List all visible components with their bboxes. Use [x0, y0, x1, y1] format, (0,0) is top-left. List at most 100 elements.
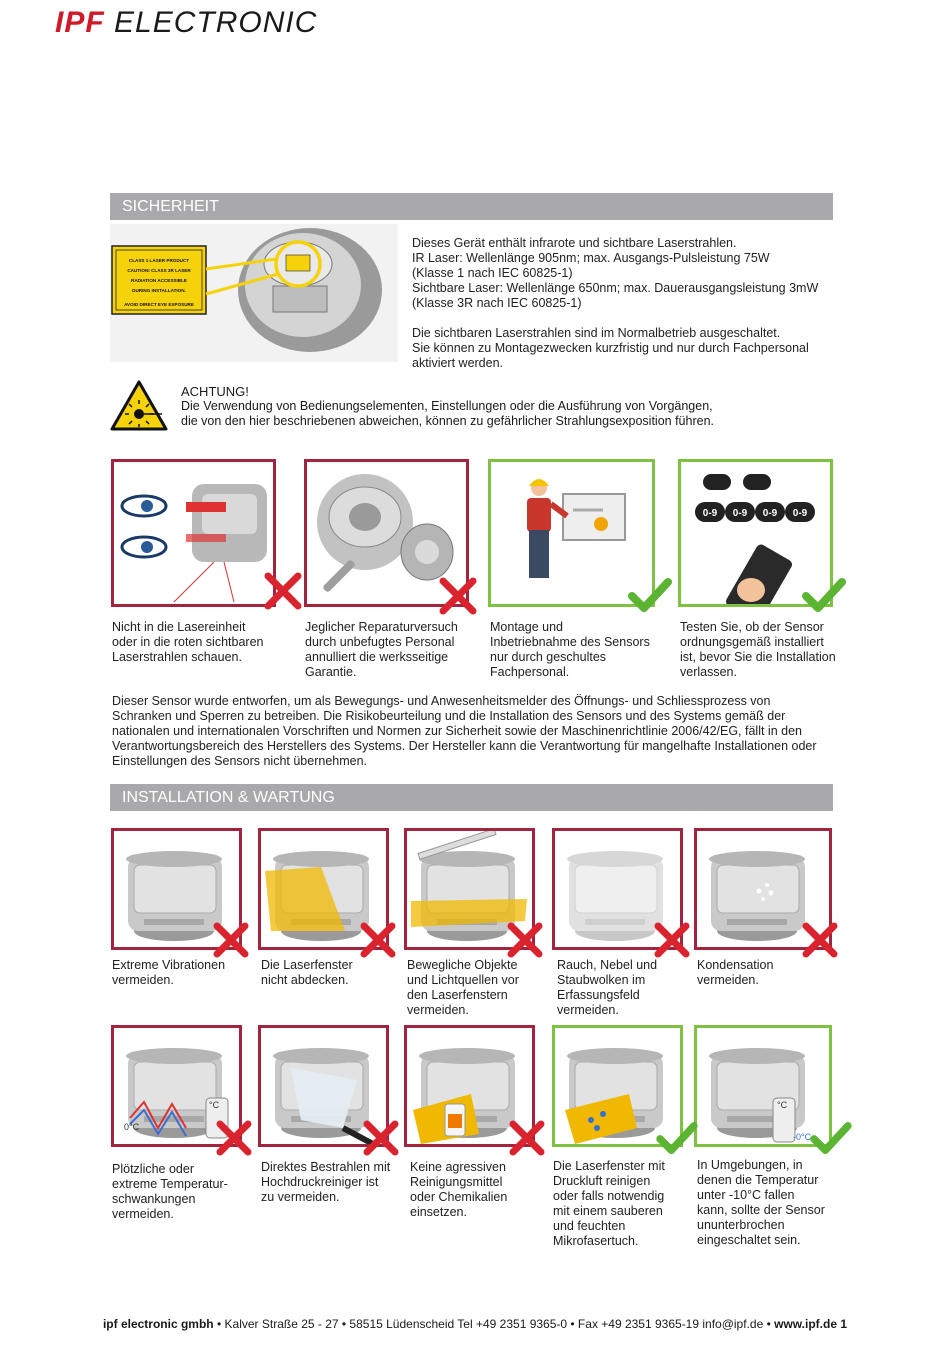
card-smoke-fog [552, 828, 683, 950]
intro-line: (Klasse 3R nach IEC 60825-1) [412, 296, 582, 310]
section-title-sicherheit: SICHERHEIT [110, 193, 833, 220]
section-title-installation: INSTALLATION & WARTUNG [110, 784, 833, 811]
achtung-body: Die Verwendung von Bedienungselementen, … [181, 399, 781, 429]
disclaimer-line: nationalen und internationalen Vorschrif… [112, 724, 802, 738]
caption-moving-objects: Bewegliche Objekte und Lichtquellen vor … [407, 958, 547, 1018]
caption-line: vermeiden. [697, 973, 759, 987]
intro-line: Die sichtbaren Laserstrahlen sind im Nor… [412, 326, 781, 340]
caption-line: Testen Sie, ob der Sensor [680, 620, 824, 634]
caption-line: Plötzliche oder [112, 1162, 194, 1176]
caption-line: Hochdruckreiniger ist [261, 1175, 379, 1189]
laser-label-line: AVOID DIRECT EYE EXPOSURE [124, 302, 194, 307]
page-footer: ipf electronic gmbh • Kalver Straße 25 -… [0, 1317, 950, 1331]
forbidden-cross-icon [802, 922, 838, 958]
temp-label-unit: °C [209, 1100, 220, 1110]
keypad-label: 0-9 [703, 508, 718, 519]
caption-line: annulliert die werksseitige [305, 650, 449, 664]
caption-line: und feuchten [553, 1219, 626, 1233]
laser-label-line: DURING INSTALLATION. [132, 288, 186, 293]
forbidden-cross-icon [216, 1120, 252, 1156]
footer-address: • Kalver Straße 25 - 27 • 58515 Lüdensch… [213, 1317, 775, 1331]
keypad-buttons [695, 502, 815, 522]
caption-line: schwankungen [112, 1192, 196, 1206]
laser-label-line: CAUTION! CLASS 3R LASER [127, 268, 191, 273]
logo-brand: IPF [55, 6, 105, 39]
intro-line: Sie können zu Montagezwecken kurzfristig… [412, 341, 809, 355]
caption-chemicals: Keine agressiven Reinigungsmittel oder C… [410, 1160, 550, 1220]
caption-line: und Lichtquellen vor [407, 973, 519, 987]
caption-repair-attempt: Jeglicher Reparaturversuch durch unbefug… [305, 620, 485, 680]
intro-spacer [412, 311, 832, 326]
achtung-title: ACHTUNG! [181, 384, 249, 399]
caption-compressed-air: Die Laserfenster mit Druckluft reinigen … [553, 1159, 693, 1249]
caption-line: Kondensation [697, 958, 774, 972]
caption-line: eingeschaltet sein. [697, 1233, 801, 1247]
forbidden-cross-icon [439, 577, 477, 615]
card-chemicals [404, 1025, 535, 1147]
laser-label-line: RADIATION ACCESSIBLE [131, 278, 187, 283]
caption-line: ist, bevor Sie die Installation [680, 650, 836, 664]
forbidden-cross-icon [213, 922, 249, 958]
caption-vibration: Extreme Vibrationen vermeiden. [112, 958, 252, 988]
caption-cover-window: Die Laserfenster nicht abdecken. [261, 958, 401, 988]
caption-line: Bewegliche Objekte [407, 958, 518, 972]
caption-line: In Umgebungen, in [697, 1158, 803, 1172]
laser-warning-icon [110, 380, 168, 431]
forbidden-cross-icon [507, 922, 543, 958]
allowed-check-icon [810, 1122, 852, 1154]
keypad-label: 0-9 [763, 508, 778, 519]
card-eye-laser [111, 459, 276, 607]
caption-line: vermeiden. [407, 1003, 469, 1017]
caption-line: Reinigungsmittel [410, 1175, 503, 1189]
caption-line: denen die Temperatur [697, 1173, 819, 1187]
caption-test-sensor: Testen Sie, ob der Sensor ordnungsgemäß … [680, 620, 850, 680]
forbidden-cross-icon [360, 922, 396, 958]
caption-line: Fachpersonal. [490, 665, 570, 679]
logo-name: ELECTRONIC [114, 6, 318, 39]
caption-line: Inbetriebnahme des Sensors [490, 635, 650, 649]
caption-line: den Laserfenstern [407, 988, 508, 1002]
achtung-line: Die Verwendung von Bedienungselementen, … [181, 399, 713, 413]
keypad-label: 0-9 [733, 508, 748, 519]
temp-label-unit: °C [777, 1100, 788, 1110]
caption-line: oder falls notwendig [553, 1189, 665, 1203]
caption-smoke-fog: Rauch, Nebel und Staubwolken im Erfassun… [557, 958, 697, 1018]
caption-line: Die Laserfenster [261, 958, 353, 972]
caption-line: Druckluft reinigen [553, 1174, 651, 1188]
intro-line: (Klasse 1 nach IEC 60825-1) [412, 266, 573, 280]
footer-company: ipf electronic gmbh [102, 1317, 214, 1331]
disclaimer-line: Verantwortungsbereich des Herstellers de… [112, 739, 817, 753]
caption-pressure-washer: Direktes Bestrahlen mit Hochdruckreinige… [261, 1160, 401, 1205]
caption-line: Jeglicher Reparaturversuch [305, 620, 458, 634]
caption-line: vermeiden. [112, 1207, 174, 1221]
caption-line: Die Laserfenster mit [553, 1159, 665, 1173]
caption-line: nur durch geschultes [490, 650, 607, 664]
intro-line: aktiviert werden. [412, 356, 504, 370]
caption-line: Direktes Bestrahlen mit [261, 1160, 391, 1174]
caption-line: Extreme Vibrationen [112, 958, 226, 972]
caption-line: unter -10°C fallen [697, 1188, 795, 1202]
caption-line: extreme Temperatur- [112, 1177, 228, 1191]
disclaimer-line: Schranken und Sperren zu betreiben. Die … [112, 709, 786, 723]
caption-line: ordnungsgemäß installiert [680, 635, 824, 649]
footer-website: www.ipf.de [774, 1317, 838, 1331]
caption-line: vermeiden. [557, 1003, 619, 1017]
forbidden-cross-icon [264, 572, 302, 610]
forbidden-cross-icon [509, 1120, 545, 1156]
laser-label-line: CLASS 1 LASER PRODUCT [129, 258, 189, 263]
card-qualified-staff [488, 459, 655, 607]
disclaimer-text: Dieser Sensor wurde entworfen, um als Be… [112, 694, 832, 769]
forbidden-cross-icon [363, 1120, 399, 1156]
temp-label-below-zero: -0°C [793, 1132, 812, 1142]
intro-line: IR Laser: Wellenlänge 905nm; max. Ausgan… [412, 251, 770, 265]
intro-line: Sichtbare Laser: Wellenlänge 650nm; max.… [412, 281, 819, 295]
caption-line: mit einem sauberen [553, 1204, 663, 1218]
card-moving-objects [404, 828, 535, 950]
caption-low-temperature: In Umgebungen, in denen die Temperatur u… [697, 1158, 837, 1248]
caption-line: Laserstrahlen schauen. [112, 650, 242, 664]
caption-line: durch unbefugtes Personal [305, 635, 455, 649]
caption-qualified-staff: Montage und Inbetriebnahme des Sensors n… [490, 620, 670, 680]
caption-line: einsetzen. [410, 1205, 467, 1219]
caption-line: vermeiden. [112, 973, 174, 987]
caption-line: oder Chemikalien [410, 1190, 508, 1204]
